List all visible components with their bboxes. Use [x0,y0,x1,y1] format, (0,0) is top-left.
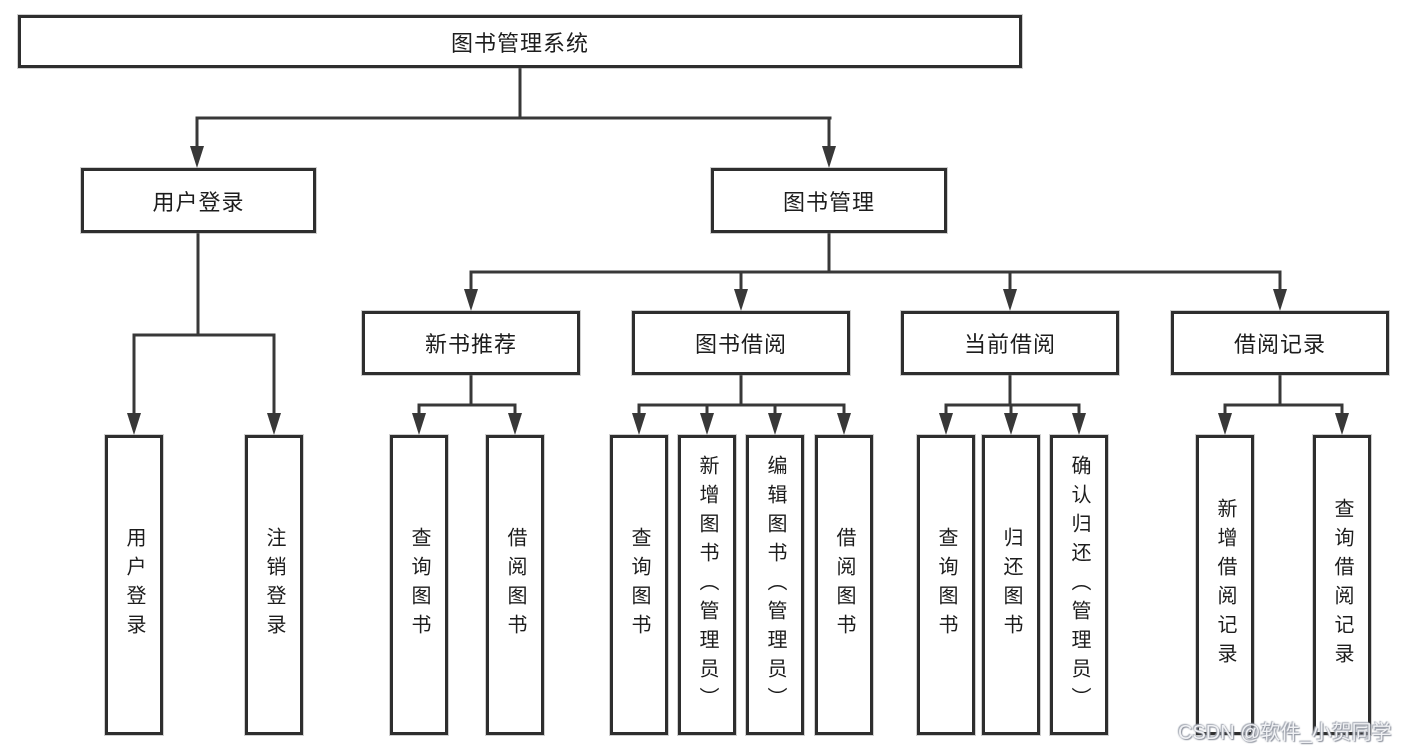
node-label: 用户登录 [123,527,145,643]
node-label: 借阅图书 [833,527,855,643]
leaf-add-borrow-record: 新增借阅记录 [1196,435,1254,735]
node-label: 用户登录 [152,189,245,215]
node-label: 图书管理系统 [450,30,589,56]
leaf-borrow-books-borrowing: 借阅图书 [815,435,873,735]
node-label: 新增借阅记录 [1214,498,1236,672]
leaf-add-book-admin: 新增图书（管理员） [678,435,736,735]
node-label: 确认归还（管理员） [1068,454,1090,716]
leaf-user-login: 用户登录 [105,435,163,735]
node-book-borrowing: 图书借阅 [632,311,850,375]
leaf-query-borrow-record: 查询借阅记录 [1313,435,1371,735]
node-new-book-recommendation: 新书推荐 [362,311,580,375]
leaf-return-book: 归还图书 [982,435,1040,735]
leaf-query-books-current: 查询图书 [917,435,975,735]
node-label: 图书借阅 [694,332,787,357]
node-label: 借阅图书 [504,527,526,643]
node-label: 归还图书 [1000,527,1022,643]
node-library-management-system: 图书管理系统 [18,15,1022,68]
leaf-query-books-borrowing: 查询图书 [610,435,668,735]
node-label: 查询图书 [408,527,430,643]
node-label: 新增图书（管理员） [696,454,718,716]
node-label: 图书管理 [782,189,875,215]
node-label: 查询图书 [935,527,957,643]
node-label: 查询图书 [628,527,650,643]
node-label: 借阅记录 [1233,332,1326,357]
node-current-borrowing: 当前借阅 [901,311,1119,375]
leaf-query-books-recommend: 查询图书 [390,435,448,735]
node-label: 新书推荐 [424,332,517,357]
leaf-borrow-books-recommend: 借阅图书 [486,435,544,735]
node-book-management: 图书管理 [711,168,947,233]
node-label: 查询借阅记录 [1331,498,1353,672]
leaf-confirm-return-admin: 确认归还（管理员） [1050,435,1108,735]
node-label: 编辑图书（管理员） [764,454,786,716]
node-label: 当前借阅 [963,332,1056,357]
leaf-edit-book-admin: 编辑图书（管理员） [746,435,804,735]
node-user-login: 用户登录 [81,168,316,233]
leaf-logout: 注销登录 [245,435,303,735]
node-borrowing-records: 借阅记录 [1171,311,1389,375]
node-label: 注销登录 [263,527,285,643]
arrowheads [127,146,1349,435]
